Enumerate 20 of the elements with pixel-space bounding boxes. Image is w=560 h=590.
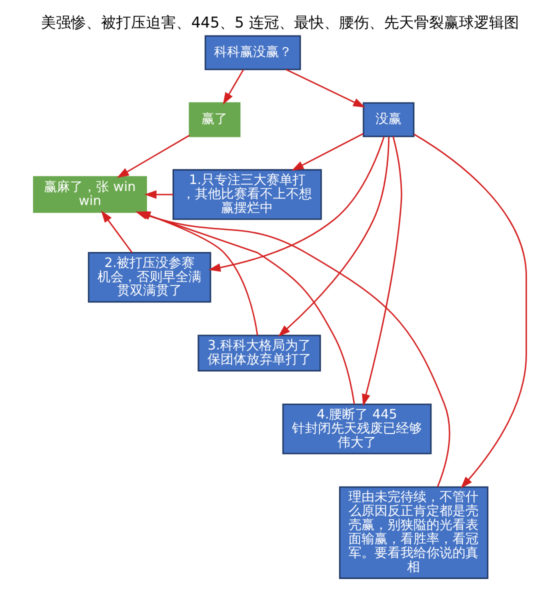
node-box: 1.只专注三大赛单打，其他比赛看不上不想赢摆烂中 xyxy=(172,169,322,220)
node-box: 2.被打压没参赛机会，否则早全满贯双满贯了 xyxy=(88,252,212,303)
arrow xyxy=(222,69,244,105)
arrow xyxy=(144,190,174,199)
arrow xyxy=(278,136,390,337)
node-box: 科科赢没赢？ xyxy=(204,35,301,70)
arrow xyxy=(116,134,190,178)
arrow xyxy=(286,68,366,108)
node-box: 赢了 xyxy=(188,102,240,138)
arrow xyxy=(292,133,364,171)
diagram-title: 美强惨、被打压迫害、445、5 连冠、最快、腰伤、先天骨裂赢球逻辑图 xyxy=(41,13,519,32)
node-box: 理由未完待续，不管什么原因反正肯定都是壳壳赢，别狭隘的光看表面输赢，看胜率，看冠军。要看我给你说的真相 xyxy=(339,486,488,579)
node-box: 4.腰断了 445 针封闭先天残废已经够伟大了 xyxy=(282,404,432,454)
arrow xyxy=(414,134,527,488)
node-box: 3.科科大格局为了保团体放弃单打了 xyxy=(198,334,321,372)
node-box: 赢麻了，张 win win xyxy=(33,176,147,213)
arrow xyxy=(362,136,402,406)
arrow xyxy=(101,210,133,253)
arrow xyxy=(208,136,385,272)
node-box: 没赢 xyxy=(362,102,414,138)
